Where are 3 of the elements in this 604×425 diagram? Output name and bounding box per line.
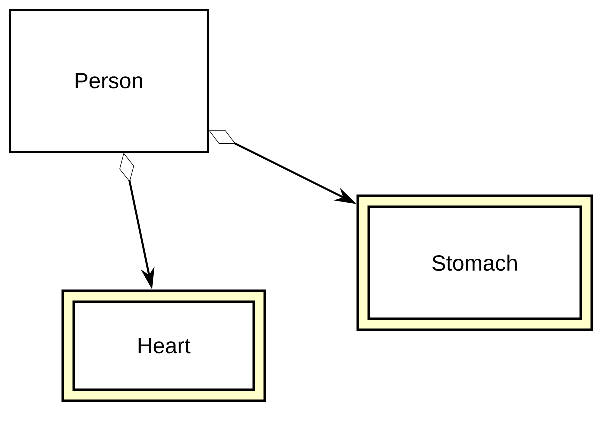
class-box: Heart: [62, 290, 266, 402]
class-box: Person: [9, 9, 209, 153]
class-box: Stomach: [356, 194, 594, 332]
